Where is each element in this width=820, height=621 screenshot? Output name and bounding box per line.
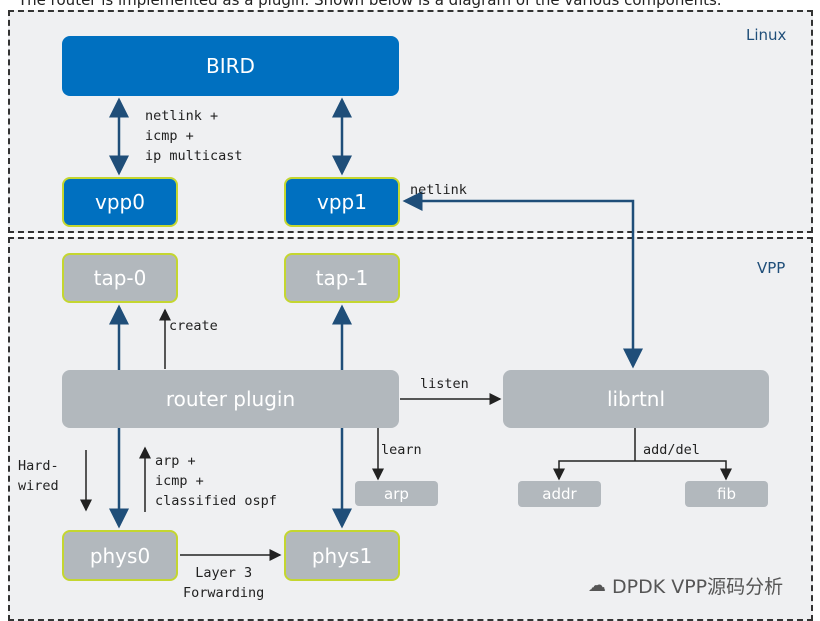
punt-label: arp + icmp + classified ospf [155,453,277,509]
vpp-label: VPP [757,259,786,277]
librtnl-box: librtnl [503,370,769,428]
learn-label: learn [381,442,422,458]
arp-box: arp [355,481,438,506]
add-del-label: add/del [643,442,700,458]
watermark: ☁ DPDK VPP源码分析 [588,572,783,599]
fib-arrow [635,460,732,481]
listen-label: listen [420,376,469,392]
l3-forwarding-label: Layer 3 Forwarding [183,565,265,601]
bird-link-label: netlink + icmp + ip multicast [145,108,243,164]
phys0-box: phys0 [62,530,178,581]
create-label: create [169,318,218,334]
phys1-box: phys1 [284,530,400,581]
vpp0-box: vpp0 [62,177,178,227]
wechat-icon: ☁ [588,575,606,596]
linux-label: Linux [746,26,787,44]
hard-wired-label: Hard- wired [18,458,59,494]
tap1-box: tap-1 [284,253,400,303]
vpp1-box: vpp1 [284,177,400,227]
caption: The router is implemented as a plugin. S… [18,0,722,9]
tap0-box: tap-0 [62,253,178,303]
addr-arrow [553,460,635,481]
fib-box: fib [685,481,768,507]
netlink-arrow [402,191,643,369]
addr-box: addr [518,481,601,507]
router-plugin-box: router plugin [62,370,399,428]
netlink-label: netlink [410,182,467,198]
bird-box: BIRD [62,36,399,96]
watermark-text: DPDK VPP源码分析 [612,576,784,598]
